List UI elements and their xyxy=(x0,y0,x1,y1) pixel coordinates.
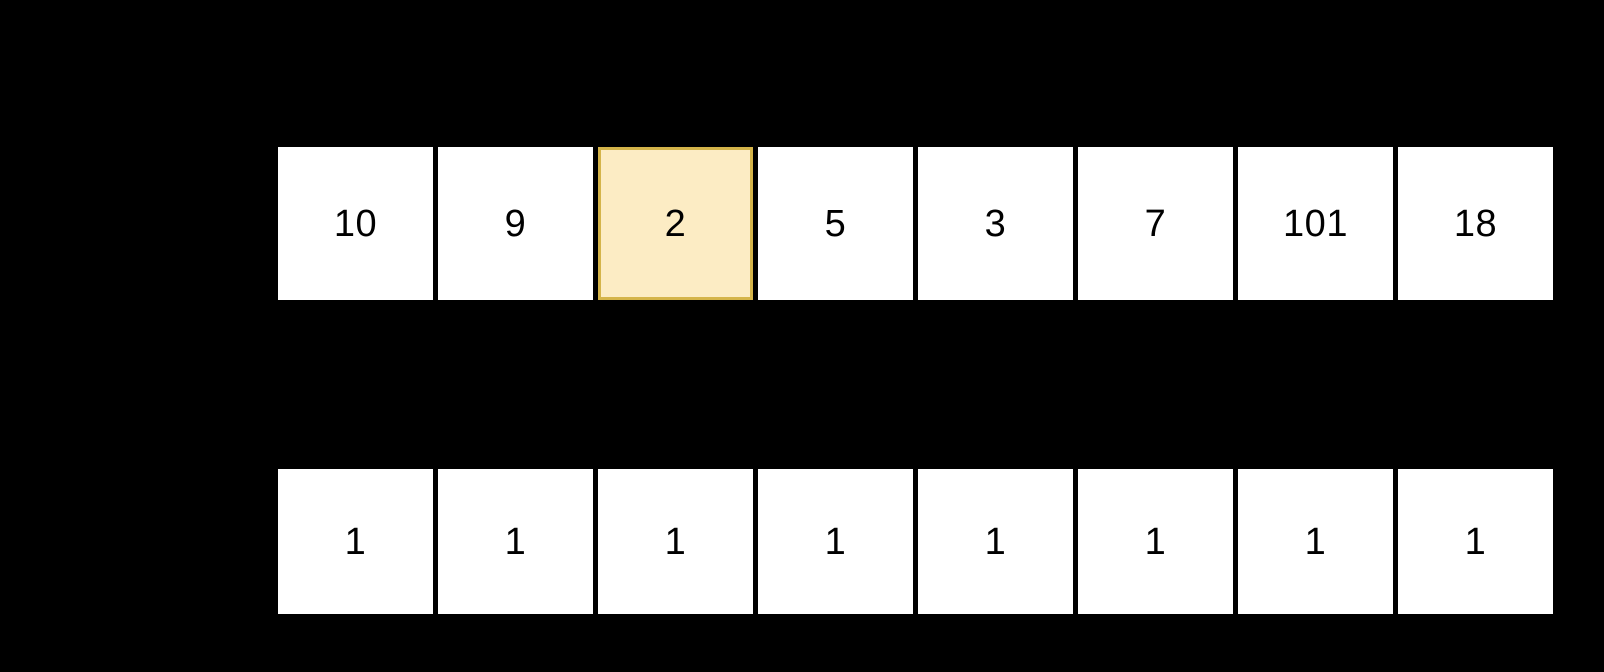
array-cell[interactable]: 1 xyxy=(1238,469,1393,614)
array-cell-value: 1 xyxy=(984,520,1007,563)
array-cell[interactable]: 1 xyxy=(278,469,433,614)
array-cell[interactable]: 1 xyxy=(1398,469,1553,614)
array-cell[interactable]: 1 xyxy=(598,469,753,614)
array-cell-value: 7 xyxy=(1144,202,1167,245)
array-cell[interactable]: 5 xyxy=(758,147,913,300)
array-cell[interactable]: 1 xyxy=(758,469,913,614)
array-cell-value: 1 xyxy=(344,520,367,563)
array-cell[interactable]: 7 xyxy=(1078,147,1233,300)
array-cell[interactable]: 10 xyxy=(278,147,433,300)
array-cell[interactable]: 3 xyxy=(918,147,1073,300)
counts-array-row: 1 1 1 1 1 1 1 1 xyxy=(278,469,1553,614)
array-cell-value: 1 xyxy=(1464,520,1487,563)
array-cell[interactable]: 101 xyxy=(1238,147,1393,300)
array-cell-value: 1 xyxy=(504,520,527,563)
array-cell-value: 3 xyxy=(984,202,1007,245)
array-cell-value: 18 xyxy=(1453,202,1498,245)
array-cell[interactable]: 9 xyxy=(438,147,593,300)
array-cell-value: 1 xyxy=(1304,520,1327,563)
array-cell-value: 9 xyxy=(504,202,527,245)
array-cell-value: 5 xyxy=(824,202,847,245)
array-cell[interactable]: 18 xyxy=(1398,147,1553,300)
array-cell-value: 1 xyxy=(664,520,687,563)
array-cell[interactable]: 1 xyxy=(918,469,1073,614)
array-cell-value: 2 xyxy=(664,202,687,245)
values-array-row: 10 9 2 5 3 7 101 18 xyxy=(278,147,1553,300)
array-cell-value: 1 xyxy=(1144,520,1167,563)
array-cell[interactable]: 1 xyxy=(1078,469,1233,614)
array-cell[interactable]: 1 xyxy=(438,469,593,614)
array-cell-value: 1 xyxy=(824,520,847,563)
array-cell-value: 10 xyxy=(333,202,378,245)
array-cell-value: 101 xyxy=(1283,202,1348,245)
array-cell-highlighted[interactable]: 2 xyxy=(598,147,753,300)
